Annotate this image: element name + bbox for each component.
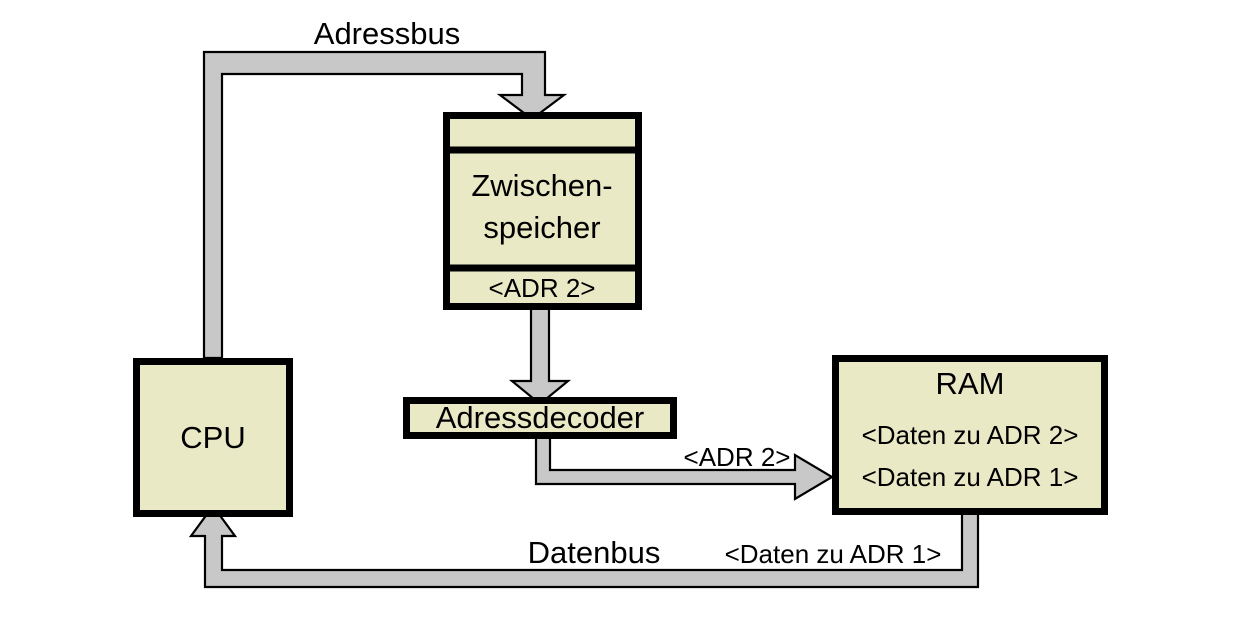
connector-adressdecoder-to-ram [534, 434, 835, 501]
datenbus-label: Datenbus [528, 535, 661, 570]
ram-row-2: <Daten zu ADR 1> [862, 462, 1079, 492]
adressdecoder-label: Adressdecoder [436, 400, 645, 435]
adressbus-label: Adressbus [314, 16, 460, 51]
zwischenspeicher-row-value: <ADR 2> [489, 273, 596, 303]
connector-zwischenspeicher-to-adressdecoder [508, 306, 572, 406]
ram-box[interactable] [832, 355, 1108, 515]
datenbus-payload-label: <Daten zu ADR 1> [725, 539, 942, 569]
node-ram[interactable]: RAM <Daten zu ADR 2> <Daten zu ADR 1> [832, 355, 1108, 515]
adressdecoder-bus-label: <ADR 2> [684, 442, 791, 472]
datenbus-path [188, 504, 980, 589]
adressdecoder-box[interactable] [403, 397, 677, 439]
zwischenspeicher-label-line2: speicher [483, 210, 600, 245]
ram-row-1: <Daten zu ADR 2> [862, 420, 1079, 450]
zwischenspeicher-adressdecoder-path [508, 306, 572, 406]
ram-label: RAM [936, 366, 1005, 401]
node-zwischenspeicher[interactable]: Zwischen- speicher <ADR 2> [443, 112, 642, 310]
node-cpu[interactable]: CPU [133, 358, 293, 517]
zwischenspeicher-label-line1: Zwischen- [471, 168, 612, 203]
node-adressdecoder[interactable]: Adressdecoder [403, 397, 677, 439]
cpu-box[interactable] [133, 358, 293, 517]
cpu-label: CPU [180, 420, 245, 455]
adressdecoder-ram-path [534, 434, 835, 501]
connector-datenbus [188, 504, 980, 589]
